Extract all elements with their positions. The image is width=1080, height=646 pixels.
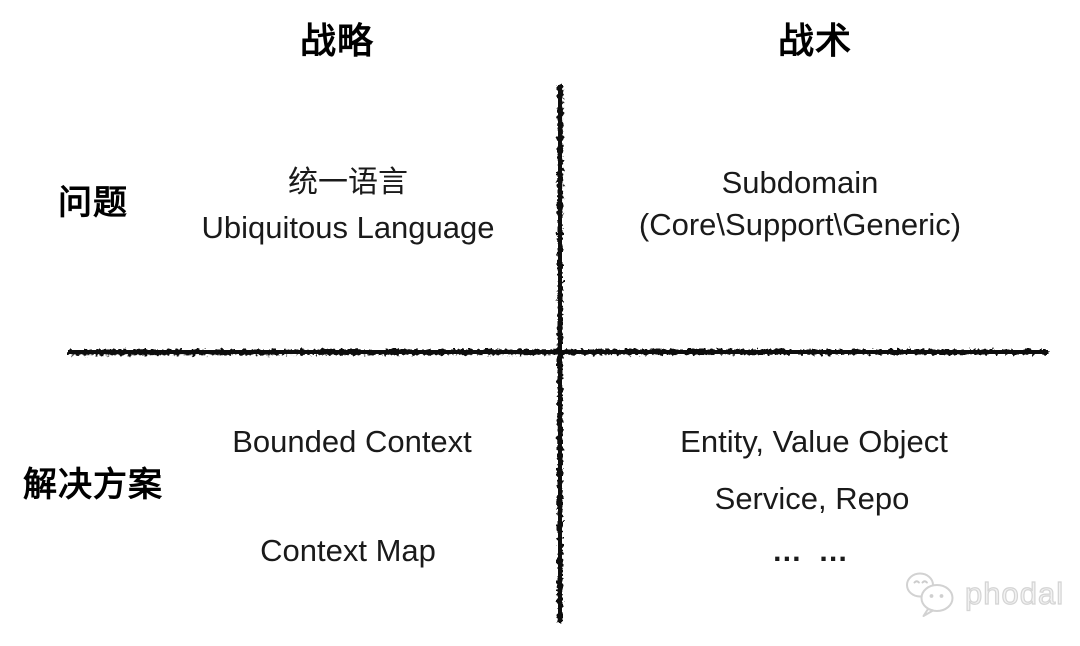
watermark-label: phodal — [964, 575, 1065, 611]
watermark: phodal — [903, 570, 1064, 618]
quadrant-top-left-line-1: 统一语言 — [288, 166, 408, 199]
quadrant-top-right-line-2: (Core\Support\Generic) — [638, 207, 962, 242]
column-header-tactics: 战术 — [777, 20, 853, 61]
quadrant-bottom-right-line-1: Entity, Value Object — [680, 424, 948, 459]
quadrant-bottom-right-line-2: Service, Repo — [714, 481, 910, 516]
axis-rough-overlay — [68, 85, 1048, 622]
wechat-chat-bubbles-icon — [903, 570, 957, 618]
quadrant-bottom-right-ellipsis: … … — [771, 535, 853, 568]
quadrant-top-left-line-2: Ubiquitous Language — [201, 210, 495, 245]
column-header-strategy: 战略 — [299, 20, 375, 61]
row-header-solution: 解决方案 — [23, 466, 163, 504]
quadrant-bottom-left-line-1: Bounded Context — [232, 424, 472, 459]
quadrant-top-right-line-1: Subdomain — [721, 165, 879, 200]
row-header-problem: 问题 — [58, 184, 128, 222]
quadrant-bottom-left-line-2: Context Map — [260, 533, 436, 568]
